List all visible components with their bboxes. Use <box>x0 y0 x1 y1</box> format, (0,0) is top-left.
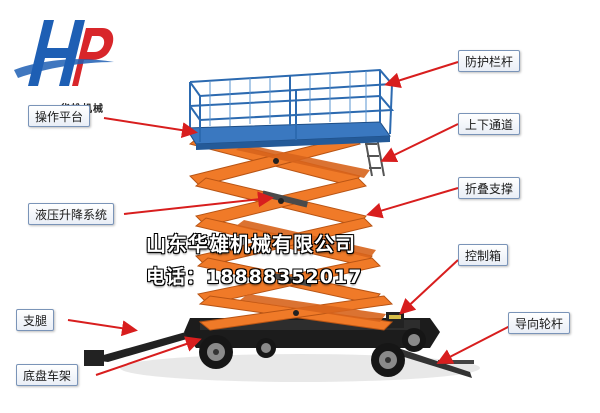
label-outrigger: 支腿 <box>16 309 54 331</box>
wheel-rear-right <box>402 328 426 352</box>
arrow-guide-wheel <box>440 326 510 362</box>
wheel-front-left <box>199 335 233 369</box>
label-folding-support: 折叠支撑 <box>458 177 520 199</box>
label-control-box: 控制箱 <box>458 244 508 266</box>
arrow-control-box <box>402 260 458 312</box>
watermark-company: 山东华雄机械有限公司 <box>146 228 356 257</box>
arrow-access <box>384 124 458 160</box>
label-platform: 操作平台 <box>28 105 90 127</box>
label-guardrail: 防护栏杆 <box>458 50 520 72</box>
arrow-folding <box>370 188 458 214</box>
label-access: 上下通道 <box>458 113 520 135</box>
label-guide-wheel-bar: 导向轮杆 <box>508 312 570 334</box>
label-hydraulic-system: 液压升降系统 <box>28 203 114 225</box>
wheel-front-right <box>371 343 405 377</box>
arrow-platform <box>104 118 194 132</box>
arrow-outrigger <box>68 320 134 330</box>
arrow-guardrail <box>388 62 458 84</box>
watermark-phone: 电话：18888352017 <box>146 262 362 289</box>
label-chassis: 底盘车架 <box>16 364 78 386</box>
outrigger-foot-left <box>84 350 104 366</box>
wheel-rear-left <box>256 338 276 358</box>
